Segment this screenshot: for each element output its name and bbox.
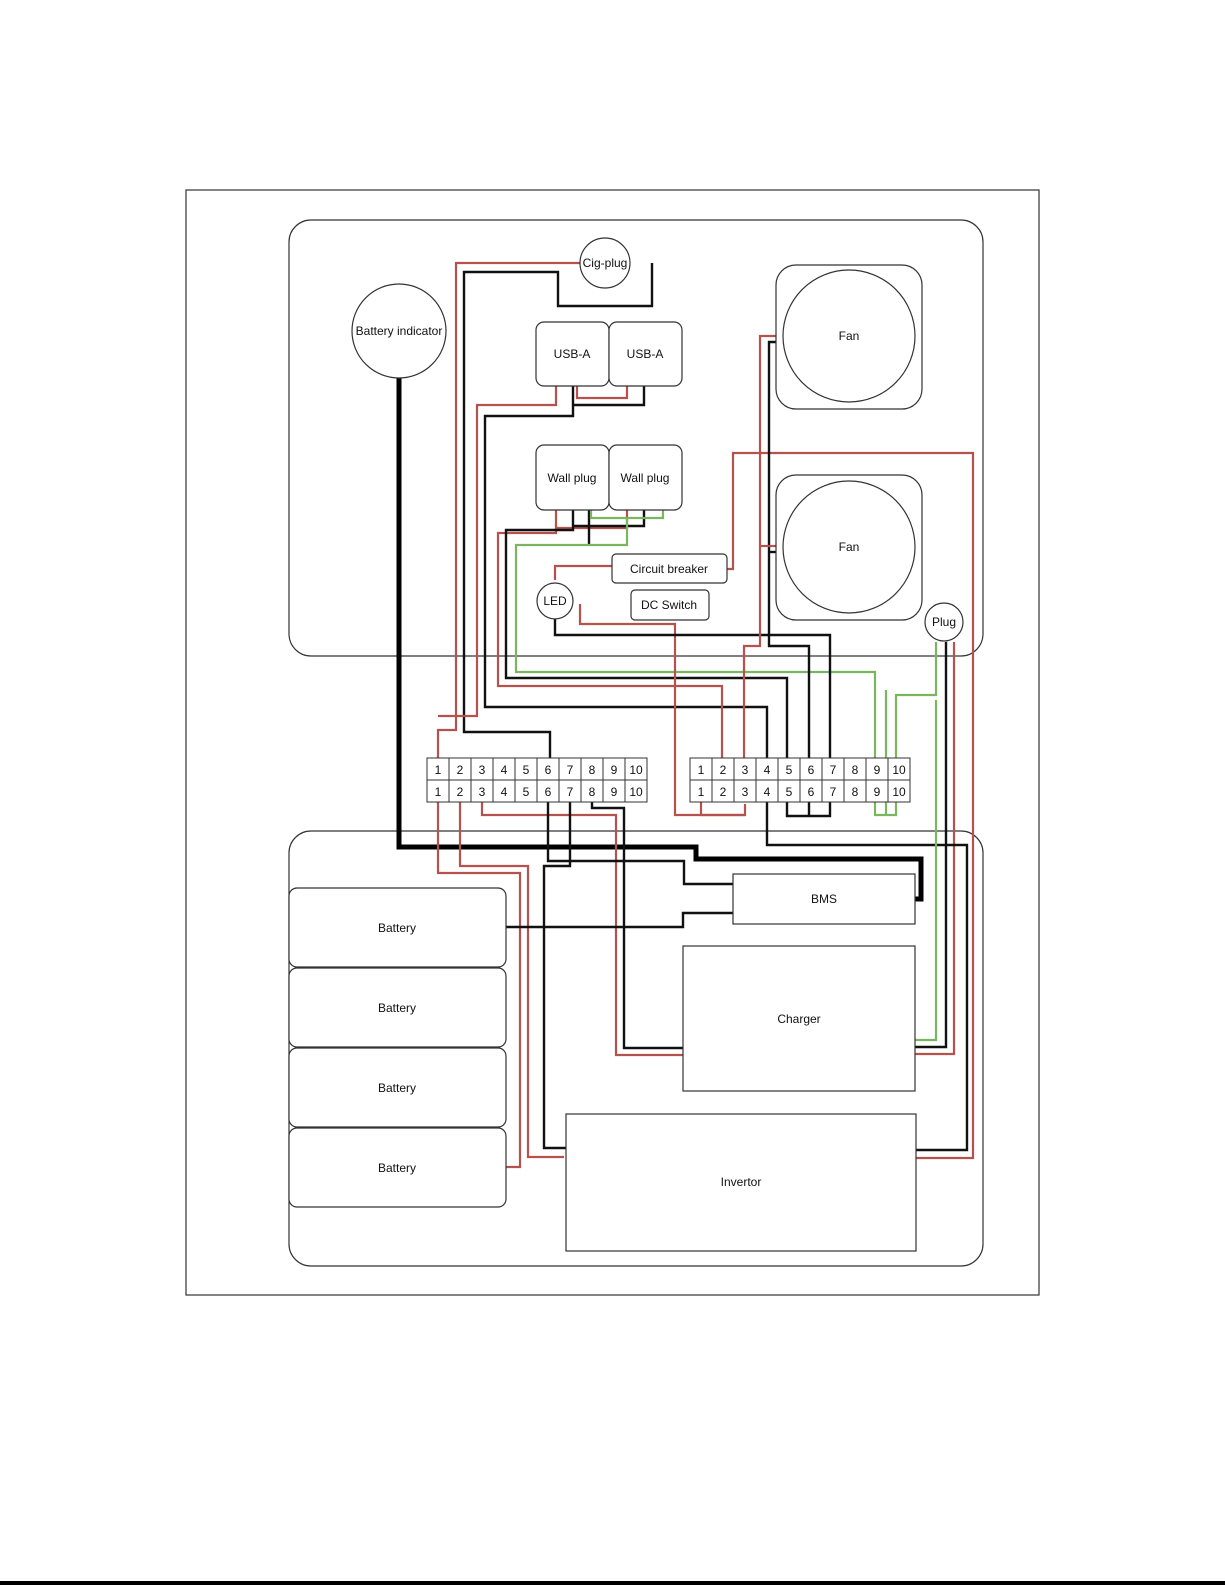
battery-bms-wire bbox=[506, 913, 733, 927]
usb-a-label: USB-A bbox=[554, 347, 591, 361]
circuit-breaker-label: Circuit breaker bbox=[630, 562, 708, 576]
left-block-top-terminal-number: 7 bbox=[567, 763, 574, 777]
usb-red-wire-2 bbox=[577, 386, 627, 398]
battery-label: Battery bbox=[378, 1161, 416, 1175]
invertor: Invertor bbox=[566, 1114, 916, 1251]
led-label: LED bbox=[543, 594, 567, 608]
left-block-top-terminal-number: 2 bbox=[457, 763, 464, 777]
left-block-bottom-terminal-number: 8 bbox=[589, 785, 596, 799]
bms: BMS bbox=[733, 874, 915, 924]
usb-a-outlet-2: USB-A bbox=[609, 322, 682, 386]
right-block-top-terminal-number: 8 bbox=[852, 763, 859, 777]
fan-top: Fan bbox=[776, 265, 922, 409]
led-red-wire bbox=[555, 566, 612, 580]
battery-label: Battery bbox=[378, 1081, 416, 1095]
left-block-bottom-terminal-number: 2 bbox=[457, 785, 464, 799]
battery-label: Battery bbox=[378, 921, 416, 935]
left-block-bottom-terminal-number: 7 bbox=[567, 785, 574, 799]
wall-plug-1: Wall plug bbox=[536, 445, 609, 510]
dc-switch: DC Switch bbox=[631, 590, 709, 620]
charger: Charger bbox=[683, 946, 915, 1091]
left-block-bottom-terminal-number: 9 bbox=[611, 785, 618, 799]
invertor-label: Invertor bbox=[721, 1175, 762, 1189]
left-block-bottom-terminal-number: 10 bbox=[629, 785, 643, 799]
right-block-top-terminal-number: 2 bbox=[720, 763, 727, 777]
cig-plug-label: Cig-plug bbox=[583, 256, 628, 270]
usb-a-outlet-1: USB-A bbox=[536, 322, 609, 386]
right-block-top-terminal-number: 5 bbox=[786, 763, 793, 777]
right-block-top-terminal-number: 4 bbox=[764, 763, 771, 777]
right-block-bottom-terminal-number: 2 bbox=[720, 785, 727, 799]
right-block-bottom-terminal-number: 7 bbox=[830, 785, 837, 799]
battery-indicator-label: Battery indicator bbox=[356, 324, 443, 338]
dc-switch-label: DC Switch bbox=[641, 598, 697, 612]
battery-2: Battery bbox=[289, 968, 506, 1047]
fan-label: Fan bbox=[839, 329, 860, 343]
right-block-top-terminal-number: 7 bbox=[830, 763, 837, 777]
fan-bottom: Fan bbox=[776, 475, 922, 620]
wall-plug-2: Wall plug bbox=[609, 445, 682, 510]
usb-a-label: USB-A bbox=[627, 347, 664, 361]
right-block-top-terminal-number: 1 bbox=[698, 763, 705, 777]
led: LED bbox=[537, 583, 573, 619]
charger-green-wire bbox=[914, 700, 936, 1040]
charger-black-wire bbox=[592, 802, 683, 1048]
right-block-top-terminal-number: 9 bbox=[874, 763, 881, 777]
left-block-top-terminal-number: 4 bbox=[501, 763, 508, 777]
right-block-bottom-terminal-number: 4 bbox=[764, 785, 771, 799]
plug-green-wire bbox=[896, 642, 936, 758]
battery-4: Battery bbox=[289, 1128, 506, 1207]
right-block-bottom-terminal-number: 6 bbox=[808, 785, 815, 799]
right-block-bottom-terminal-number: 3 bbox=[742, 785, 749, 799]
left-block-bottom-terminal-number: 4 bbox=[501, 785, 508, 799]
fan-label: Fan bbox=[839, 540, 860, 554]
left-block-bottom-terminal-number: 3 bbox=[479, 785, 486, 799]
right-block-top-terminal-number: 10 bbox=[892, 763, 906, 777]
battery-indicator: Battery indicator bbox=[352, 284, 446, 378]
plug-red-wire bbox=[914, 642, 954, 1054]
circuit-breaker: Circuit breaker bbox=[612, 554, 727, 583]
left-block-top-terminal-number: 3 bbox=[479, 763, 486, 777]
left-block-top-terminal-number: 8 bbox=[589, 763, 596, 777]
right-block-red-jumper bbox=[701, 802, 745, 815]
plug-label: Plug bbox=[932, 615, 956, 629]
page-bottom-rule bbox=[0, 1581, 1225, 1585]
usb-black-wire-2 bbox=[573, 386, 644, 405]
battery-3: Battery bbox=[289, 1048, 506, 1127]
right-block-bottom-terminal-number: 5 bbox=[786, 785, 793, 799]
charger-red-wire bbox=[482, 802, 683, 1055]
right-block-top-terminal-number: 3 bbox=[742, 763, 749, 777]
terminal-block-right: 1 2 3 4 5 6 7 8 9 10 1 2 3 4 5 6 7 8 9 10 bbox=[690, 758, 910, 802]
left-block-bottom-terminal-number: 6 bbox=[545, 785, 552, 799]
right-block-bottom-terminal-number: 10 bbox=[892, 785, 906, 799]
right-block-bottom-terminal-number: 8 bbox=[852, 785, 859, 799]
left-block-top-terminal-number: 1 bbox=[435, 763, 442, 777]
wall-plug-label: Wall plug bbox=[621, 471, 670, 485]
right-block-top-terminal-number: 6 bbox=[808, 763, 815, 777]
left-block-top-terminal-number: 5 bbox=[523, 763, 530, 777]
cig-plug: Cig-plug bbox=[580, 238, 630, 288]
left-block-bottom-terminal-number: 1 bbox=[435, 785, 442, 799]
wall-plug-label: Wall plug bbox=[548, 471, 597, 485]
charger-label: Charger bbox=[777, 1012, 820, 1026]
right-block-bottom-terminal-number: 1 bbox=[698, 785, 705, 799]
left-block-top-terminal-number: 9 bbox=[611, 763, 618, 777]
terminal-block-left: 1 2 3 4 5 6 7 8 9 10 1 2 3 4 5 6 7 8 9 10 bbox=[427, 758, 647, 802]
bms-label: BMS bbox=[811, 892, 837, 906]
battery-1: Battery bbox=[289, 888, 506, 967]
left-block-top-terminal-number: 10 bbox=[629, 763, 643, 777]
left-block-bottom-terminal-number: 5 bbox=[523, 785, 530, 799]
plug: Plug bbox=[925, 603, 963, 641]
left-block-top-terminal-number: 6 bbox=[545, 763, 552, 777]
battery-label: Battery bbox=[378, 1001, 416, 1015]
right-block-bottom-terminal-number: 9 bbox=[874, 785, 881, 799]
